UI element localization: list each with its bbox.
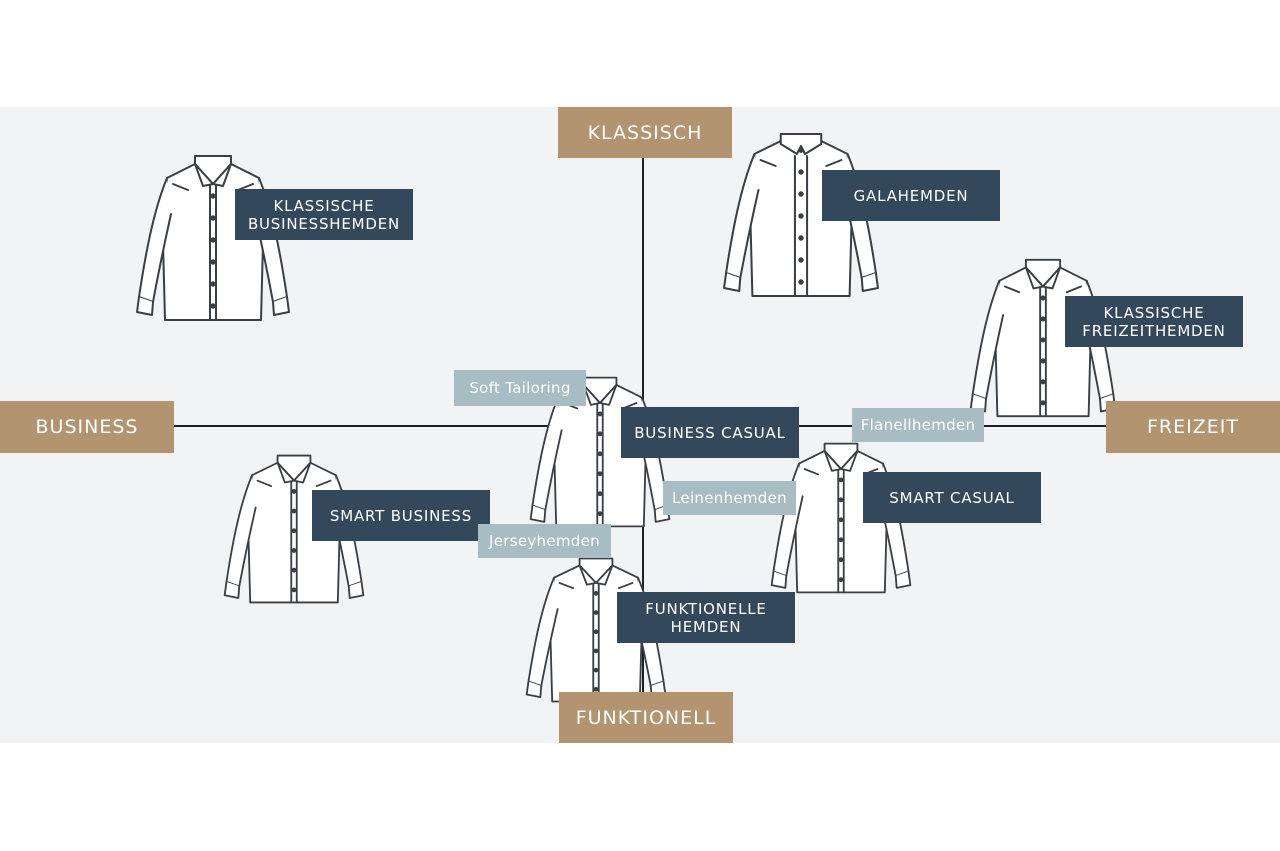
category-business-casual: BUSINESS CASUAL [621,407,799,458]
category-funktionelle-hemden: FUNKTIONELLE HEMDEN [617,592,795,643]
axis-label-funktionell: FUNKTIONELL [559,692,733,743]
category-klassische-freizeithemden: KLASSISCHE FREIZEITHEMDEN [1065,296,1243,347]
axis-label-freizeit: FREIZEIT [1106,401,1280,453]
category-klassische-businesshemden: KLASSISCHE BUSINESSHEMDEN [235,189,413,240]
axis-label-klassisch: KLASSISCH [558,107,732,158]
category-smart-business: SMART BUSINESS [312,490,490,541]
subtype-flanellhemden: Flanellhemden [852,408,984,442]
subtype-jerseyhemden: Jerseyhemden [478,524,611,558]
subtype-leinenhemden: Leinenhemden [663,481,796,515]
category-galahemden: GALAHEMDEN [822,170,1000,221]
subtype-soft-tailoring: Soft Tailoring [454,370,586,406]
category-smart-casual: SMART CASUAL [863,472,1041,523]
axis-label-business: BUSINESS [0,401,174,453]
